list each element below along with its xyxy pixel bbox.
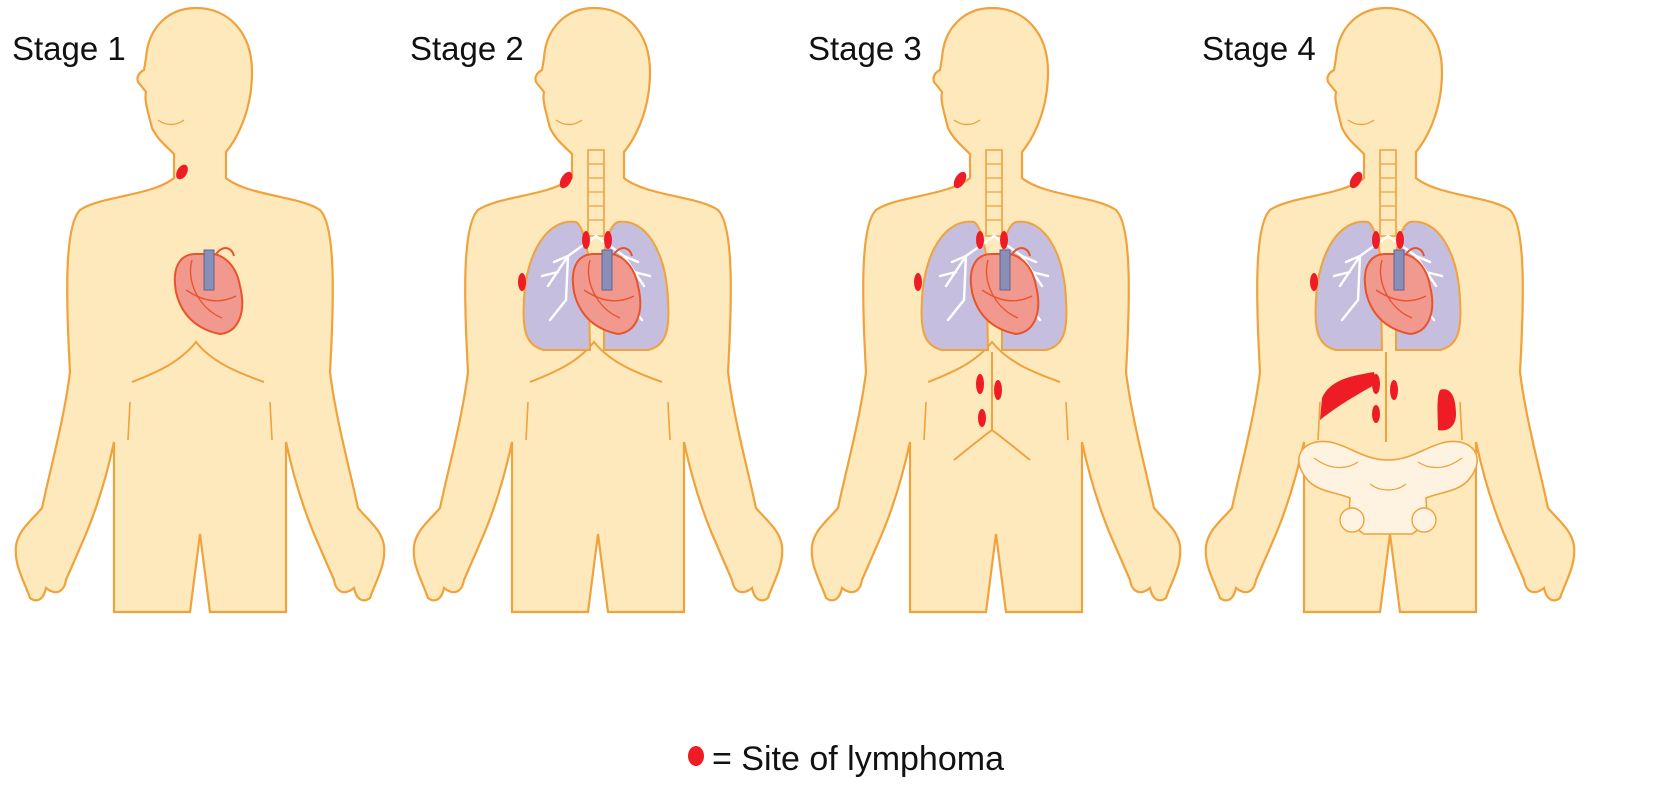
lymphoma-site	[1372, 405, 1380, 423]
stage-2-label: Stage 2	[410, 30, 524, 67]
stage-3-panel: Stage 3	[808, 8, 1180, 612]
lymphoma-site	[978, 409, 986, 427]
lymphoma-site	[1372, 374, 1380, 394]
stage-3-label: Stage 3	[808, 30, 922, 67]
lymphoma-site	[914, 273, 922, 291]
legend: = Site of lymphoma	[688, 740, 1004, 778]
stage-4-label: Stage 4	[1202, 30, 1316, 67]
lymphoma-site	[1372, 231, 1380, 249]
lymphoma-legend-dot	[688, 746, 704, 766]
legend-label: = Site of lymphoma	[712, 740, 1004, 778]
lymphoma-site	[976, 374, 984, 394]
lymphoma-site	[518, 273, 526, 291]
lymphoma-site	[582, 231, 590, 249]
stage-4-panel: Stage 4	[1202, 8, 1574, 612]
stage-1-panel: Stage 1	[12, 8, 384, 612]
lymphoma-site	[1390, 380, 1398, 400]
lymphoma-site	[1310, 273, 1318, 291]
lymphoma-site	[1396, 231, 1404, 249]
lymphoma-site	[1000, 231, 1008, 249]
stage-2-panel: Stage 2	[410, 8, 782, 612]
lymphoma-site	[994, 380, 1002, 400]
stage-1-label: Stage 1	[12, 30, 126, 67]
lymphoma-site	[976, 231, 984, 249]
lymphoma-site	[604, 231, 612, 249]
